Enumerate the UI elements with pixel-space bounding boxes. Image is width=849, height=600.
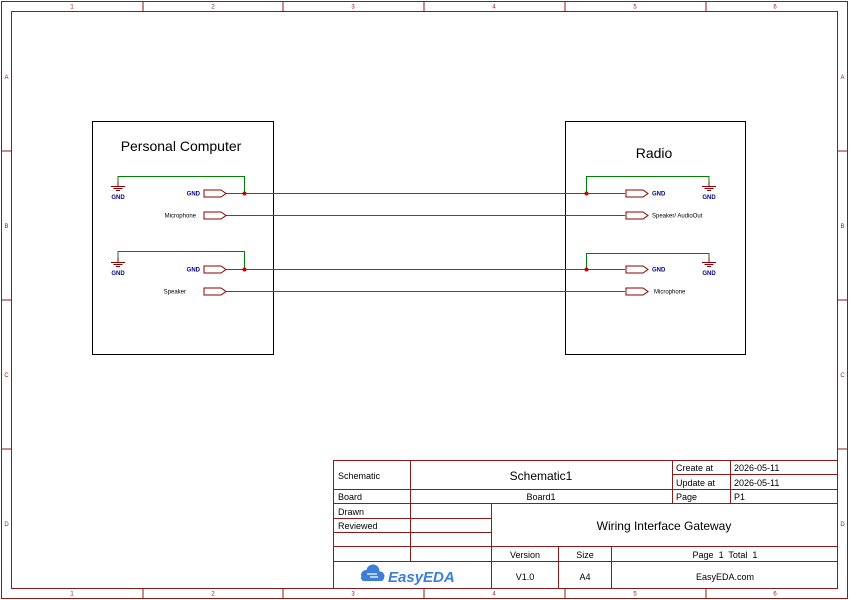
col-label-bottom: 6 (773, 592, 777, 598)
site-link[interactable]: EasyEDA.com (696, 572, 754, 582)
junction-dot (584, 191, 589, 196)
row-label-right: D (840, 522, 845, 528)
pc-block-title: Personal Computer (121, 138, 242, 154)
gnd-symbol-label: GND (111, 195, 125, 201)
net-port-label: GND (652, 192, 666, 198)
version-value: V1.0 (516, 572, 535, 582)
gnd-symbol-label: GND (702, 195, 716, 201)
net-port-label: GND (187, 268, 201, 274)
row-label-right: B (840, 224, 844, 230)
net-port-label: Microphone (654, 290, 686, 296)
col-label-bottom: 4 (492, 592, 496, 598)
row-label-right: C (840, 373, 845, 379)
wire-radio-gnd-tie-2[interactable] (586, 253, 710, 270)
pc-block[interactable] (92, 121, 274, 355)
row-label-right: A (840, 75, 844, 81)
radio-block-title: Radio (636, 145, 673, 161)
update-at-value: 2026-05-11 (734, 478, 779, 488)
cloud-icon (361, 564, 385, 581)
page-total: Page 1 Total 1 (693, 550, 758, 560)
col-label-top: 3 (351, 5, 355, 11)
col-label-top: 5 (633, 5, 637, 11)
row-label-left: D (4, 522, 9, 528)
gnd-symbol-radio-2[interactable] (702, 258, 716, 267)
col-label-top: 2 (211, 5, 215, 11)
schematic-name[interactable]: Schematic1 (510, 469, 573, 483)
junction-dot (242, 191, 247, 196)
row-label-left: B (4, 224, 8, 230)
junction-dot (584, 267, 589, 272)
col-label-bottom: 5 (633, 592, 637, 598)
version-label: Version (510, 550, 540, 560)
create-at-value: 2026-05-11 (734, 463, 779, 473)
net-port-radio-gnd-1[interactable] (625, 189, 649, 198)
row-label-left: C (4, 373, 9, 379)
col-label-top: 4 (492, 5, 496, 11)
size-value: A4 (579, 572, 590, 582)
size-label: Size (576, 550, 594, 560)
update-at-label: Update at (676, 478, 716, 488)
wire-radio-gnd-tie-1[interactable] (586, 176, 710, 194)
row-label-left: A (4, 75, 8, 81)
create-at-label: Create at (676, 463, 714, 473)
wires (117, 176, 710, 292)
gnd-symbol-pc-2[interactable] (111, 258, 125, 267)
junctions (242, 191, 589, 272)
wire-pc-gnd-tie-2[interactable] (117, 251, 245, 270)
project-title[interactable]: Wiring Interface Gateway (597, 519, 732, 533)
gnd-symbol-pc-1[interactable] (111, 182, 125, 191)
logo-text: EasyEDA (388, 569, 455, 586)
gnd-symbol-label: GND (702, 271, 716, 277)
col-label-bottom: 2 (211, 592, 215, 598)
board-name[interactable]: Board1 (526, 492, 555, 502)
page-label: Page (676, 492, 697, 502)
col-label-top: 1 (70, 5, 74, 11)
net-port-pc-speaker[interactable] (203, 287, 227, 296)
net-port-pc-microphone[interactable] (203, 211, 227, 220)
junction-dot (242, 267, 247, 272)
radio-block[interactable] (565, 121, 746, 355)
col-label-bottom: 3 (351, 592, 355, 598)
net-port-label: GND (187, 192, 201, 198)
net-port-pc-gnd-2[interactable] (203, 265, 227, 274)
board-label: Board (338, 492, 362, 502)
reviewed-label: Reviewed (338, 521, 378, 531)
net-port-radio-gnd-2[interactable] (625, 265, 649, 274)
easyeda-logo: EasyEDA (361, 564, 455, 586)
gnd-symbols (111, 182, 716, 267)
net-port-pc-gnd-1[interactable] (203, 189, 227, 198)
inner-border (11, 11, 838, 589)
net-port-label: Speaker (164, 290, 186, 296)
frame-coordinates: 1 2 3 4 5 6 1 2 3 4 5 6 A B C D A B C D (4, 5, 845, 598)
col-label-bottom: 1 (70, 592, 74, 598)
col-label-top: 6 (773, 5, 777, 11)
page-value: P1 (734, 492, 745, 502)
net-ports (203, 189, 649, 296)
net-port-radio-speaker[interactable] (625, 211, 649, 220)
net-port-radio-microphone[interactable] (625, 287, 649, 296)
net-port-label: Speaker/ AudioOut (652, 214, 703, 220)
gnd-symbol-radio-1[interactable] (702, 182, 716, 191)
title-block-border (333, 460, 838, 589)
schematic-label: Schematic (338, 471, 381, 481)
gnd-symbol-label: GND (111, 271, 125, 277)
wire-pc-gnd-tie-1[interactable] (117, 176, 245, 194)
net-port-label: Microphone (165, 214, 197, 220)
drawn-label: Drawn (338, 507, 364, 517)
title-block (333, 460, 838, 589)
net-port-label: GND (652, 268, 666, 274)
